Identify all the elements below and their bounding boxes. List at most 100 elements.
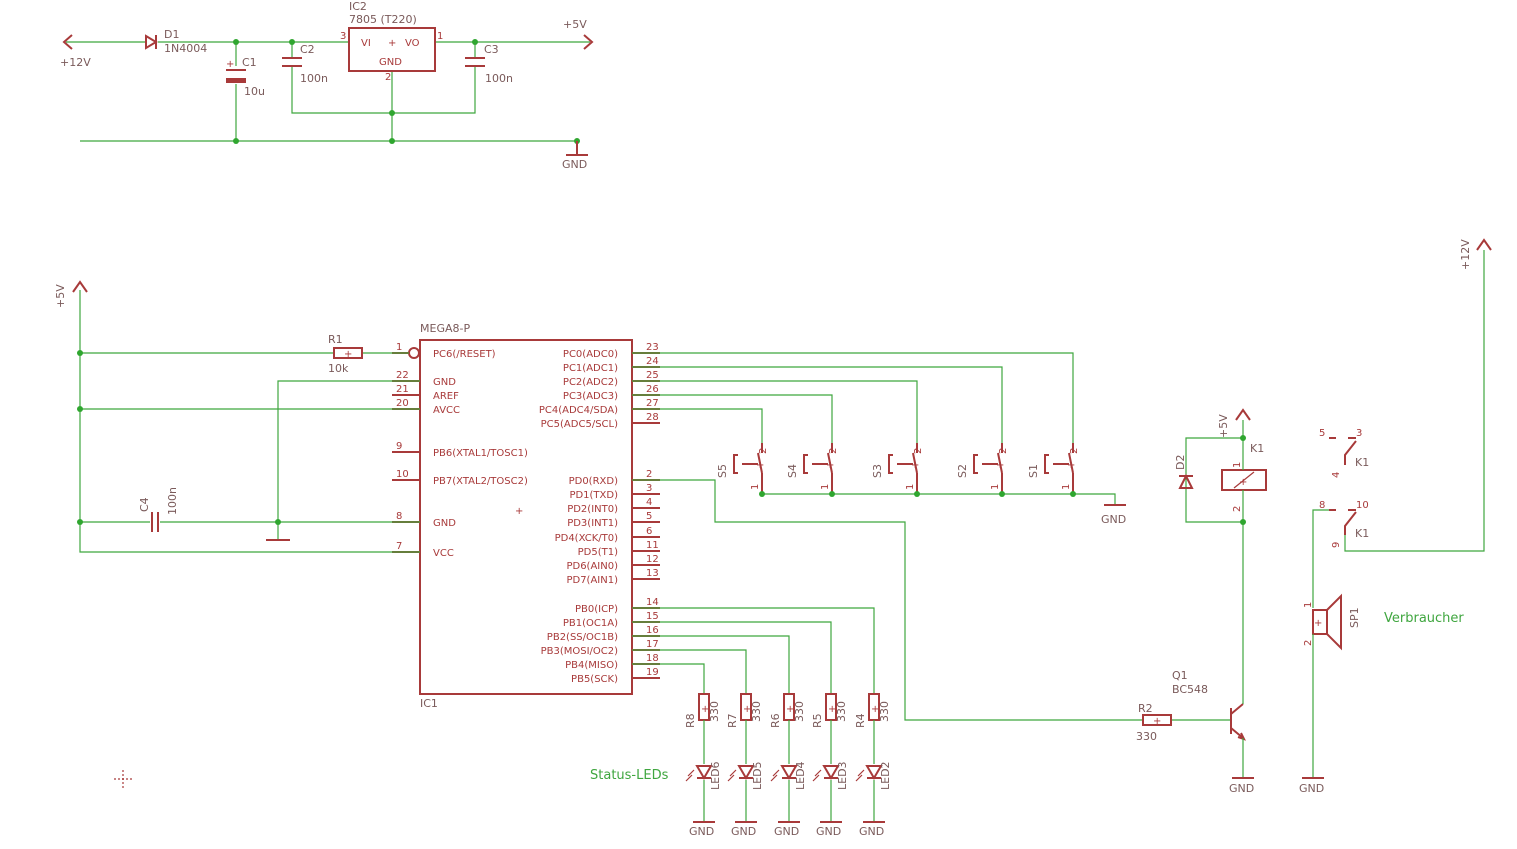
k1-name: K1 (1250, 442, 1264, 455)
relay-contacts: 5 3 4 K1 8 10 9 K1 +12V + SP1 1 2 Verbra… (1299, 238, 1492, 795)
led-resistor-name: R5 (811, 713, 824, 728)
svg-text:+: + (911, 460, 919, 471)
power-supply: +12V +5V D1 1N4004 + C1 10u C2 100n IC2 (60, 0, 594, 171)
c2-value: 100n (300, 72, 328, 85)
svg-text:2: 2 (913, 448, 924, 454)
mcu-pin-label: PC1(ADC1) (563, 363, 618, 374)
relay-k1-coil: + K1 1 2 (1221, 442, 1267, 512)
mcu-left-pins: 1PC6(/RESET)22GND21AREF20AVCC9PB6(XTAL1/… (392, 342, 528, 559)
mcu-pin-label: PD7(AIN1) (566, 575, 618, 586)
load-sp1: + SP1 1 2 Verbraucher (1303, 593, 1464, 651)
c4-value: 100n (166, 487, 179, 515)
svg-text:1: 1 (905, 484, 916, 490)
mcu-ic1: MEGA8-P IC1 + 1PC6(/RESET)22GND21AREF20A… (392, 322, 660, 710)
mcu-pin-num: 9 (396, 441, 402, 452)
led-gnd-label: GND (774, 825, 799, 838)
led-resistor-name: R4 (854, 713, 867, 728)
resistor-r1: + R1 10k (328, 333, 363, 375)
led-resistor-name: R7 (726, 713, 739, 728)
d2-name: D2 (1174, 455, 1187, 470)
mcu-pin-num: 1 (396, 342, 402, 353)
supply-out-label: +5V (563, 18, 587, 31)
relay-5v-label: +5V (1217, 414, 1230, 438)
mcu-pin-label: PB0(ICP) (575, 604, 618, 615)
r1-value: 10k (328, 362, 349, 375)
supply-out-arrow-icon (583, 34, 594, 50)
svg-text:1: 1 (1061, 484, 1072, 490)
led-resistor-value: 330 (878, 701, 891, 722)
r2-value: 330 (1136, 730, 1157, 743)
svg-text:VI: VI (361, 38, 371, 49)
led-gnd-label: GND (689, 825, 714, 838)
capacitor-c4: C4 100n (138, 487, 179, 532)
mcu-pin-num: 24 (646, 356, 659, 367)
mcu-pin-num: 25 (646, 370, 659, 381)
mcu-pin-num: 11 (646, 540, 659, 551)
mcu-pin-num: 2 (646, 469, 652, 480)
mcu-supply-network: +5V + R1 10k C4 100n (54, 280, 420, 553)
mcu-pin-num: 21 (396, 384, 409, 395)
mcu-pin-num: 14 (646, 597, 659, 608)
mcu-pin-num: 18 (646, 653, 659, 664)
mcu-pin-num: 7 (396, 541, 402, 552)
svg-text:VO: VO (405, 38, 420, 49)
mcu-pin-num: 23 (646, 342, 659, 353)
mcu-pin-num: 28 (646, 412, 659, 423)
led-name: LED6 (709, 761, 722, 790)
diode-d2: D2 (1174, 455, 1194, 489)
status-leds-label: Status-LEDs (590, 768, 669, 783)
mcu-pin-num: 8 (396, 511, 402, 522)
led-gnd-label: GND (731, 825, 756, 838)
mcu-pin-num: 15 (646, 611, 659, 622)
mcu-pin-label: PD1(TXD) (569, 490, 618, 501)
led-resistor-value: 330 (835, 701, 848, 722)
mcu-pin-label: AVCC (433, 405, 460, 416)
mcu-pin-label: PC3(ADC3) (563, 391, 618, 402)
supply-in-arrow-icon (62, 34, 73, 50)
svg-text:+: + (226, 59, 234, 70)
q1-gnd-label: GND (1229, 782, 1254, 795)
c1-value: 10u (244, 85, 265, 98)
mcu-pin-num: 13 (646, 568, 659, 579)
mcu-pin-label: PB1(OC1A) (563, 618, 618, 629)
mcu-pin-num: 5 (646, 511, 652, 522)
capacitor-c1: + C1 10u (226, 56, 265, 98)
capacitor-c2: C2 100n (282, 43, 328, 85)
mcu-pin-label: PB5(SCK) (571, 674, 618, 685)
led-gnd-label: GND (859, 825, 884, 838)
mcu-pin-label: PD0(RXD) (569, 476, 618, 487)
load-label: Verbraucher (1384, 611, 1464, 626)
q1-name: Q1 (1172, 669, 1188, 682)
mcu-pin-label: GND (433, 518, 456, 529)
mcu-pin-num: 22 (396, 370, 409, 381)
diode-d1: D1 1N4004 (145, 28, 207, 55)
c3-name: C3 (484, 43, 499, 56)
led-resistor-value: 330 (793, 701, 806, 722)
switch-name: S4 (786, 464, 799, 478)
c1-name: C1 (242, 56, 257, 69)
mcu-pin-label: PC0(ADC0) (563, 349, 618, 360)
svg-text:1: 1 (990, 484, 1001, 490)
q1-value: BC548 (1172, 683, 1208, 696)
svg-text:+: + (344, 349, 352, 360)
supply-gnd-label: GND (562, 158, 587, 171)
led-resistor-name: R6 (769, 713, 782, 728)
led-name: LED3 (836, 761, 849, 790)
led-resistor-name: R8 (684, 713, 697, 728)
mcu-pin-label: PB2(SS/OC1B) (547, 632, 618, 643)
svg-text:1: 1 (750, 484, 761, 490)
mcu-pin-label: PB6(XTAL1/TOSC1) (433, 448, 528, 459)
c4-name: C4 (138, 497, 151, 512)
mcu-pin-label: PD6(AIN0) (566, 561, 618, 572)
mcu-pin-label: PB7(XTAL2/TOSC2) (433, 476, 528, 487)
r2-name: R2 (1138, 702, 1153, 715)
led-gnd-label: GND (816, 825, 841, 838)
